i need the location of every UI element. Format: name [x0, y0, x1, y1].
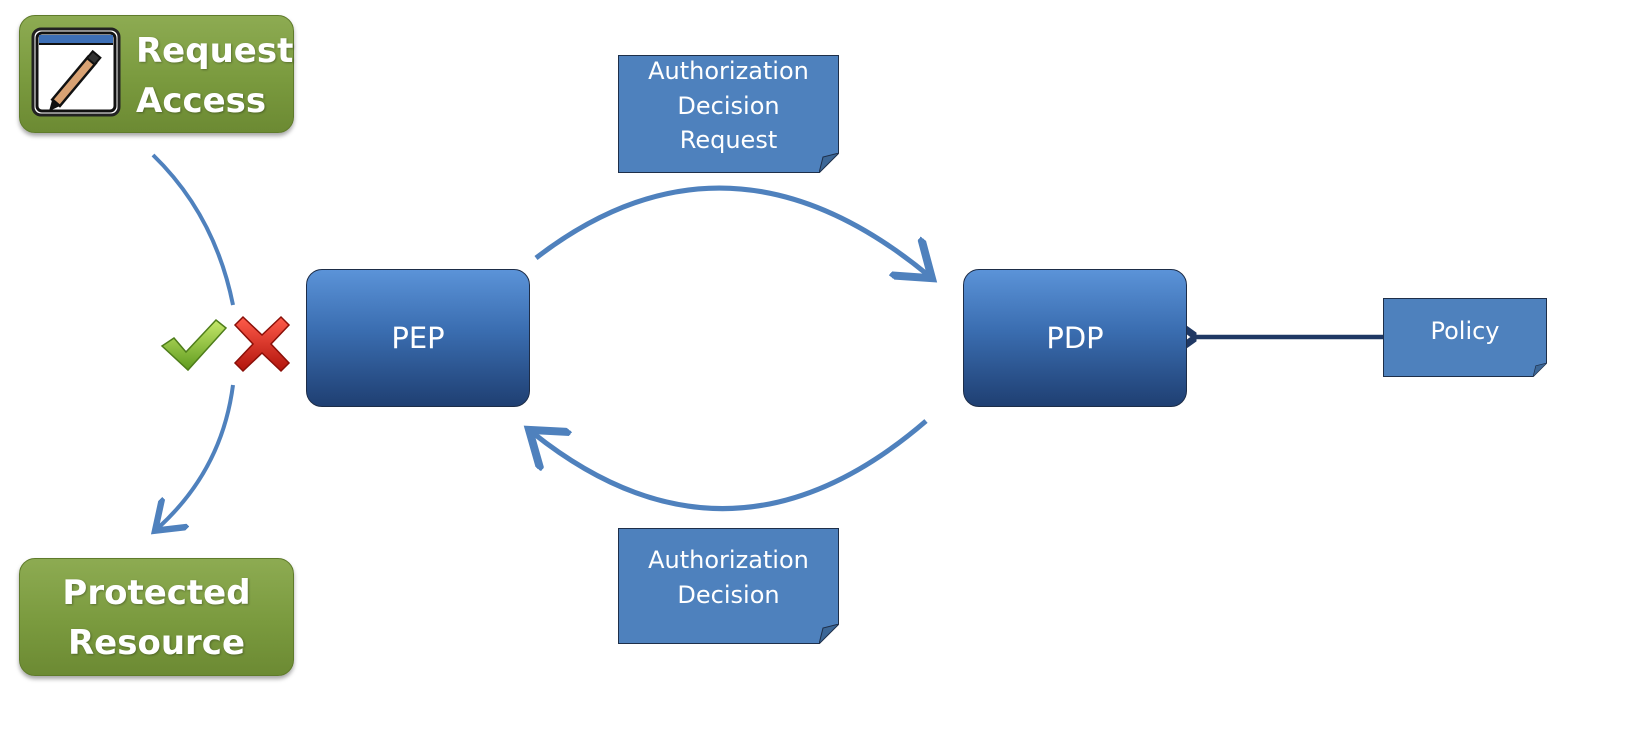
pep-label: PEP [391, 321, 445, 355]
request-to-check-arrow [151, 153, 235, 306]
protected-resource-label: Protected Resource [62, 573, 251, 663]
policy-label: Policy [1430, 317, 1500, 345]
authorization-decision-note: Authorization Decision [618, 528, 839, 644]
pdp-node: PDP [963, 269, 1187, 407]
folded-corner-icon [1533, 363, 1547, 377]
request-access-node: Request Access [19, 15, 294, 133]
authorization-decision-label: Authorization Decision [648, 546, 809, 609]
cross-icon [233, 315, 291, 373]
request-access-label: Request Access [136, 31, 294, 121]
pep-node: PEP [306, 269, 530, 407]
folded-corner-icon [819, 624, 839, 644]
folded-corner-icon [819, 153, 839, 173]
checkmark-icon [160, 318, 228, 372]
pdp-label: PDP [1046, 321, 1104, 355]
check-to-resource-arrow [158, 384, 235, 528]
protected-resource-node: Protected Resource [19, 558, 294, 676]
pep-to-pdp-arrow [534, 185, 928, 275]
pencil-window-icon [31, 27, 121, 117]
authorization-request-note: Authorization Decision Request [618, 55, 839, 173]
pdp-to-pep-arrow [533, 419, 928, 511]
authorization-request-label: Authorization Decision Request [648, 57, 809, 154]
policy-note: Policy [1383, 298, 1547, 377]
